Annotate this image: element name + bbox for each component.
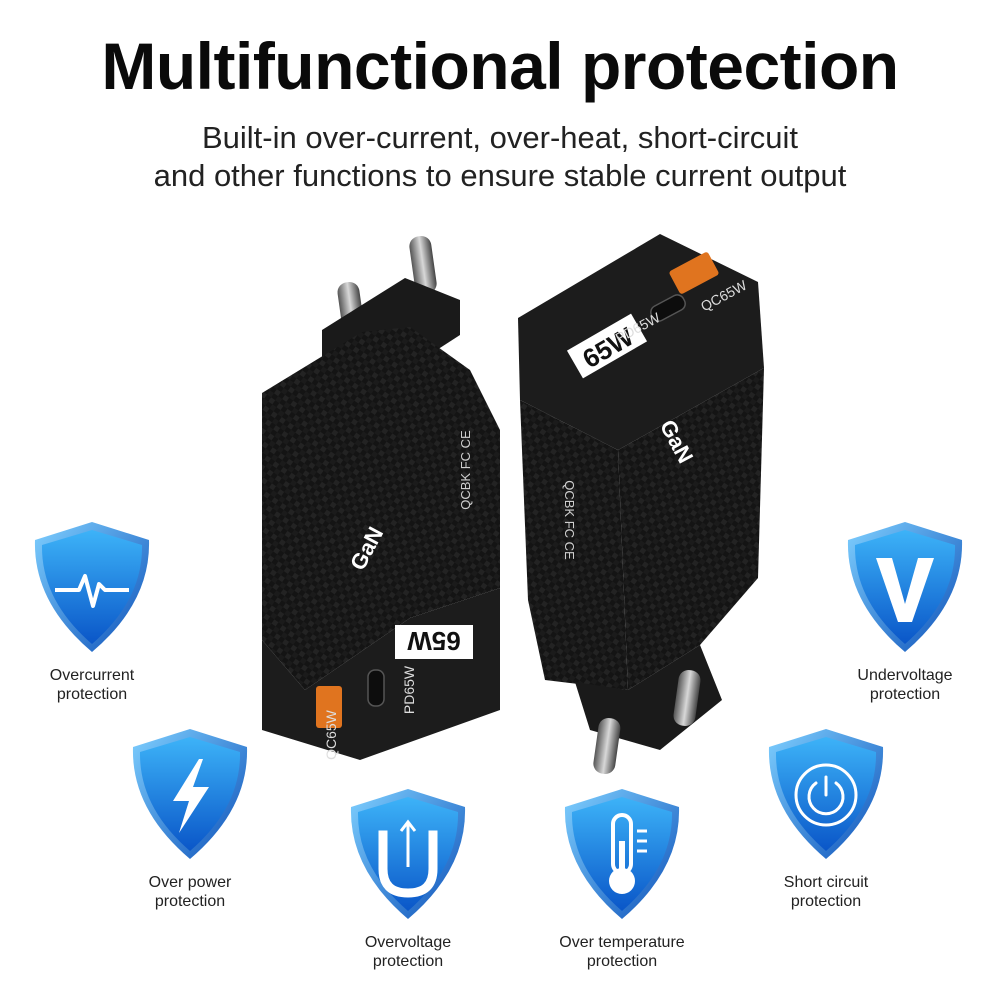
regulatory-marks: QCBK FC CE xyxy=(458,430,473,510)
feature-label-line1: Undervoltage xyxy=(857,667,953,684)
charger-right-side xyxy=(410,327,500,618)
feature-label-line2: protection xyxy=(790,893,862,910)
plug-pin xyxy=(673,670,701,726)
plug-pin xyxy=(593,718,621,774)
feature-short-circuit: Short circuit protection xyxy=(741,725,911,911)
subtitle-line-1: Built-in over-current, over-heat, short-… xyxy=(201,120,799,155)
feature-over-power: Over power protection xyxy=(105,725,275,911)
usb-a-port-label: QC65W xyxy=(323,709,339,760)
feature-label-line1: Over power xyxy=(148,874,232,891)
thermometer-icon xyxy=(564,789,680,919)
wattage-label: 65W xyxy=(407,626,461,656)
charger-right-side xyxy=(618,368,764,690)
usb-c-port xyxy=(650,294,686,322)
usb-c-port-label: PD65W xyxy=(401,665,417,714)
charger-left-side xyxy=(262,327,410,690)
subtitle-line-2: and other functions to ensure stable cur… xyxy=(153,158,847,193)
feature-label-line2: protection xyxy=(372,953,444,970)
power-icon xyxy=(768,729,884,859)
feature-label-line2: protection xyxy=(56,686,128,703)
v-letter-icon xyxy=(847,522,963,652)
charger-left: 65W PD65W QC65W GaN QCBK FC CE xyxy=(262,236,500,760)
heartbeat-icon xyxy=(34,522,150,652)
usb-a-port xyxy=(669,252,719,294)
usb-a-port xyxy=(316,686,342,728)
plug-pin xyxy=(409,236,437,294)
feature-undervoltage: Undervoltage protection xyxy=(820,518,990,704)
feature-label-line1: Overvoltage xyxy=(364,934,452,951)
feature-label-line2: protection xyxy=(586,953,658,970)
feature-over-temperature: Over temperature protection xyxy=(537,785,707,971)
page-title: Multifunctional protection xyxy=(101,29,899,103)
regulatory-marks: QCBK FC CE xyxy=(562,480,577,560)
feature-label-line1: Overcurrent xyxy=(49,667,135,684)
feature-overvoltage: Overvoltage protection xyxy=(323,785,493,971)
feature-label-line2: protection xyxy=(869,686,941,703)
charger-left-side xyxy=(520,400,628,690)
feature-label-line1: Over temperature xyxy=(559,934,685,951)
feature-label-line2: protection xyxy=(154,893,226,910)
charger-right: 65W PD65W QC65W GaN QCBK FC CE xyxy=(518,234,764,774)
usb-c-port xyxy=(367,669,385,707)
wattage-label-box xyxy=(395,625,473,659)
u-arrow-icon xyxy=(350,789,466,919)
lightning-icon xyxy=(132,729,248,859)
feature-overcurrent: Overcurrent protection xyxy=(7,518,177,704)
feature-label-line1: Short circuit xyxy=(783,874,869,891)
wattage-label-box xyxy=(566,313,648,379)
